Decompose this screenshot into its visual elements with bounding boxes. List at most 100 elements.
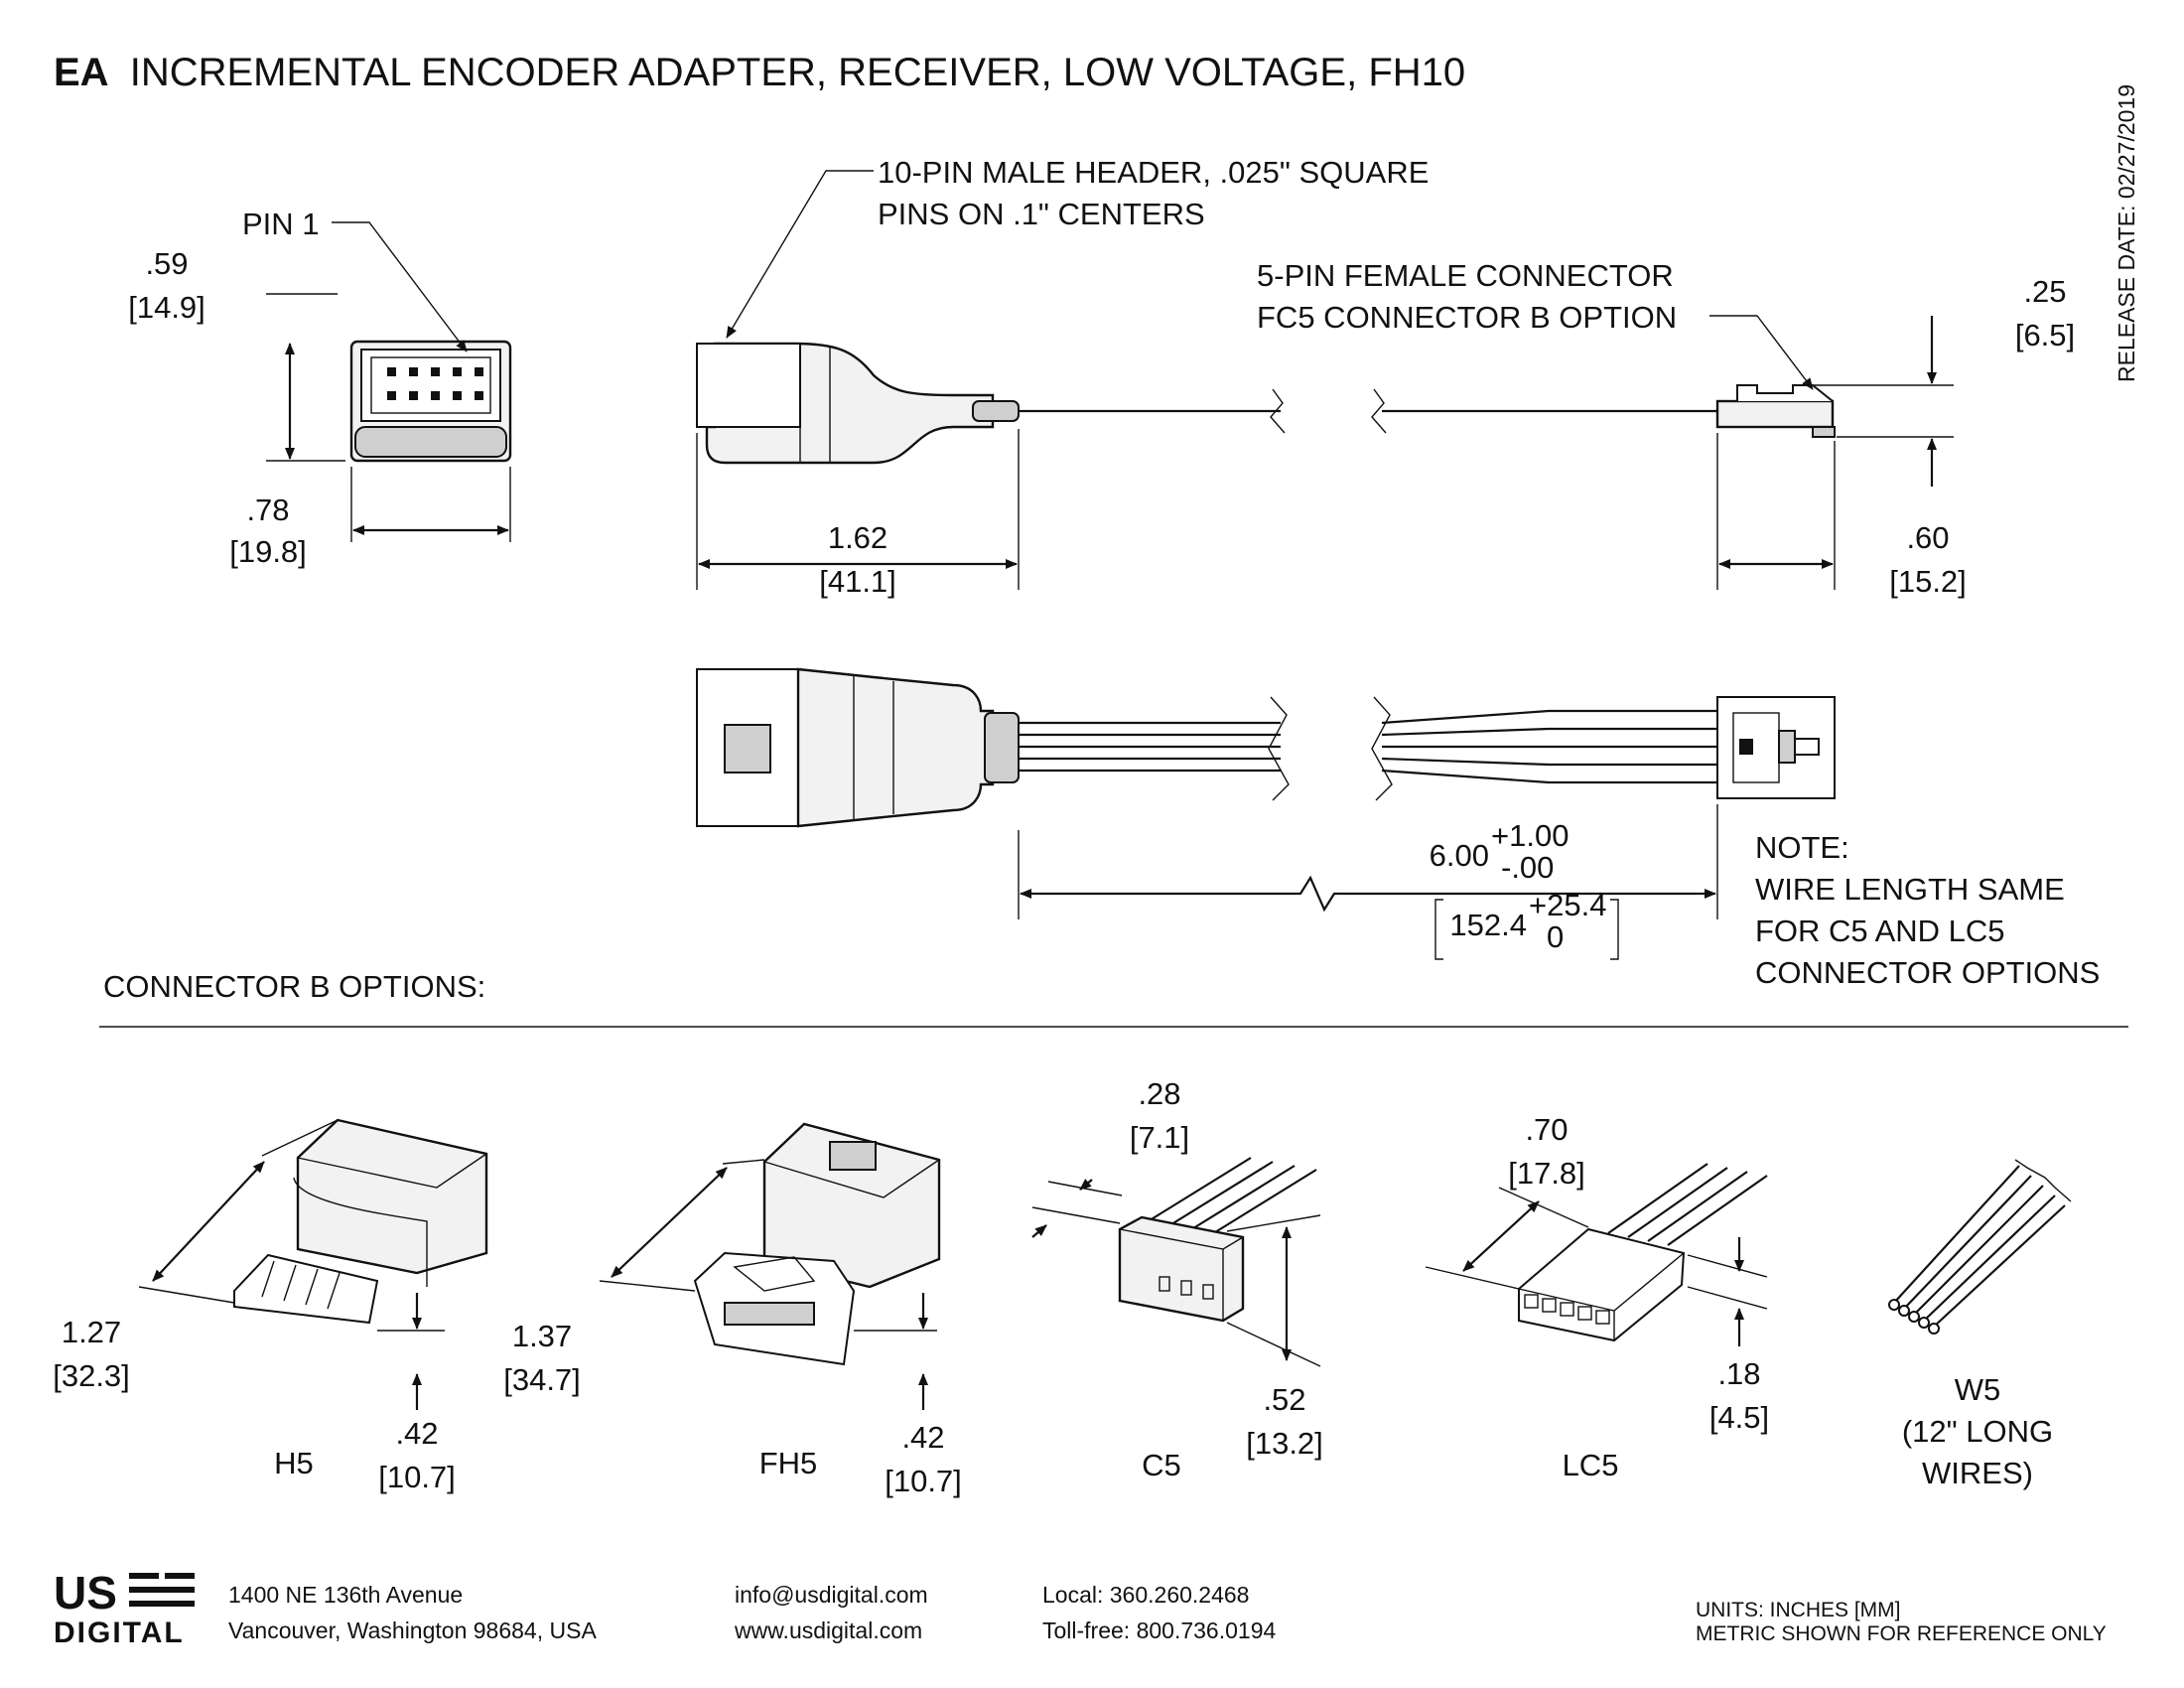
lc5-dim1-inch: .70	[1525, 1112, 1568, 1147]
c5-dim2-mm: [13.2]	[1246, 1426, 1323, 1461]
header-leader	[726, 170, 874, 339]
wires-top-a	[1019, 721, 1281, 773]
option-c5: .28 [7.1] .52 [13.2] C5	[1031, 1076, 1323, 1482]
female-height-mm: [6.5]	[2015, 318, 2075, 352]
end-view: PIN 1 .59 [14.9] .78 [19.8]	[128, 207, 512, 569]
header-pins	[387, 367, 483, 400]
lc5-dim2-inch: .18	[1717, 1356, 1760, 1391]
female-length-mm: [15.2]	[1889, 564, 1967, 599]
c5-dim1-line	[1079, 1179, 1093, 1191]
w5-wire-ends	[1888, 1299, 1940, 1335]
logo-digital: DIGITAL	[54, 1617, 185, 1649]
title-text: INCREMENTAL ENCODER ADAPTER, RECEIVER, L…	[130, 51, 1465, 94]
fh5-dim1-inch: 1.37	[512, 1319, 572, 1353]
lc5-name: LC5	[1563, 1448, 1619, 1482]
length-mm-minus: 0	[1547, 919, 1564, 954]
us-digital-logo: US DIGITAL	[54, 1567, 195, 1649]
h5-dim2-mm: [10.7]	[378, 1460, 456, 1494]
width-mm: [19.8]	[229, 534, 307, 569]
note-line2: WIRE LENGTH SAME	[1755, 872, 2065, 907]
h5-dim1-inch: 1.27	[62, 1315, 121, 1349]
h5-dim2-inch: .42	[395, 1416, 438, 1451]
c5-dim1-mm: [7.1]	[1130, 1120, 1189, 1155]
break-side-b	[1371, 388, 1387, 434]
units-line2: METRIC SHOWN FOR REFERENCE ONLY	[1696, 1622, 2107, 1645]
lc5-contacts	[1524, 1294, 1610, 1325]
h5-dim1-line	[152, 1161, 265, 1282]
note-line1: NOTE:	[1755, 830, 1849, 865]
fh5-dim1-line	[611, 1167, 728, 1278]
h5-name: H5	[274, 1446, 314, 1480]
top-view: 6.00 +1.00 -.00 152.4 +25.4 0 NOTE: WIRE…	[696, 667, 2100, 990]
female-height-inch: .25	[2023, 274, 2066, 309]
break-top-a	[1268, 696, 1290, 801]
header-socket	[360, 349, 501, 422]
website-link[interactable]: www.usdigital.com	[734, 1618, 922, 1643]
height-mm: [14.9]	[128, 290, 205, 325]
header-side	[696, 343, 801, 428]
w5-break	[2014, 1159, 2072, 1202]
fh5-dim2-mm: [10.7]	[885, 1464, 962, 1498]
options-heading: CONNECTOR B OPTIONS:	[103, 969, 485, 1004]
header-skirt	[354, 426, 507, 458]
pin-1-label: PIN 1	[242, 207, 320, 241]
lc5-dim1-line	[1462, 1200, 1540, 1272]
length-tol-minus: -.00	[1501, 850, 1554, 885]
address-line2: Vancouver, Washington 98684, USA	[228, 1618, 597, 1643]
fh5-name: FH5	[759, 1446, 818, 1480]
w5-name: W5	[1955, 1372, 2001, 1407]
strain-relief-side	[972, 400, 1020, 422]
c5-dim2-inch: .52	[1263, 1382, 1305, 1417]
note-line4: CONNECTOR OPTIONS	[1755, 955, 2100, 990]
female-leader	[1709, 315, 1814, 390]
lc5-dim1-mm: [17.8]	[1508, 1156, 1585, 1191]
header-socket-inner	[370, 356, 491, 414]
length-inch: 6.00	[1430, 838, 1489, 873]
option-lc5: .70 [17.8] .18 [4.5] LC5	[1425, 1112, 1769, 1482]
length-mm-plus: +25.4	[1529, 888, 1606, 922]
lc5-dim2-mm: [4.5]	[1709, 1400, 1769, 1435]
h5-dim1-mm: [32.3]	[53, 1358, 130, 1393]
length-dim-line	[1020, 875, 1716, 913]
w5-wires	[1893, 1165, 2066, 1328]
logo-us: US	[54, 1567, 117, 1618]
header-callout-line2: PINS ON .1" CENTERS	[878, 197, 1205, 231]
option-w5: W5 (12" LONG WIRES)	[1888, 1159, 2072, 1490]
height-inch: .59	[145, 246, 188, 281]
w5-desc-line1: (12" LONG	[1902, 1414, 2053, 1449]
phone-tollfree: Toll-free: 800.736.0194	[1042, 1618, 1276, 1643]
width-inch: .78	[246, 492, 289, 527]
c5-housing	[1118, 1215, 1245, 1323]
length-mm-bracket-left	[1434, 899, 1443, 960]
title-code: EA	[54, 51, 109, 94]
length-tol-plus: +1.00	[1491, 818, 1569, 853]
fh5-dim2-inch: .42	[901, 1420, 944, 1455]
drawing-title: EA INCREMENTAL ENCODER ADAPTER, RECEIVER…	[54, 51, 1465, 94]
length-mm: 152.4	[1449, 908, 1527, 942]
lc5-wires	[1607, 1163, 1768, 1246]
side-view: 10-PIN MALE HEADER, .025" SQUARE PINS ON…	[696, 155, 2075, 599]
length-mm-bracket-right	[1610, 899, 1619, 960]
female-length-inch: .60	[1906, 520, 1949, 555]
w5-desc-line2: WIRES)	[1922, 1456, 2033, 1490]
header-callout-line1: 10-PIN MALE HEADER, .025" SQUARE	[878, 155, 1429, 190]
female-callout-line2: FC5 CONNECTOR B OPTION	[1257, 300, 1677, 335]
overmold-top	[796, 667, 995, 828]
overmold-dim-mm: [41.1]	[819, 564, 896, 599]
female-connector-side	[1715, 399, 1835, 429]
fh5-dim1-mm: [34.7]	[503, 1362, 581, 1397]
pin-1-leader	[332, 221, 468, 352]
h5-housing	[296, 1118, 488, 1275]
h5-pin-row	[233, 1253, 379, 1325]
release-date: RELEASE DATE: 02/27/2019	[2114, 84, 2139, 382]
units-line1: UNITS: INCHES [MM]	[1696, 1599, 1901, 1621]
option-fh5: 1.37 [34.7] .42 [10.7] FH5	[503, 1122, 962, 1498]
c5-dim1-inch: .28	[1138, 1076, 1180, 1111]
wires-top-b	[1381, 709, 1717, 784]
note-line3: FOR C5 AND LC5	[1755, 914, 2005, 948]
phone-local: Local: 360.260.2468	[1042, 1582, 1249, 1608]
female-callout-line1: 5-PIN FEMALE CONNECTOR	[1257, 258, 1674, 293]
c5-wires	[1141, 1157, 1317, 1238]
email-link[interactable]: info@usdigital.com	[735, 1582, 928, 1608]
